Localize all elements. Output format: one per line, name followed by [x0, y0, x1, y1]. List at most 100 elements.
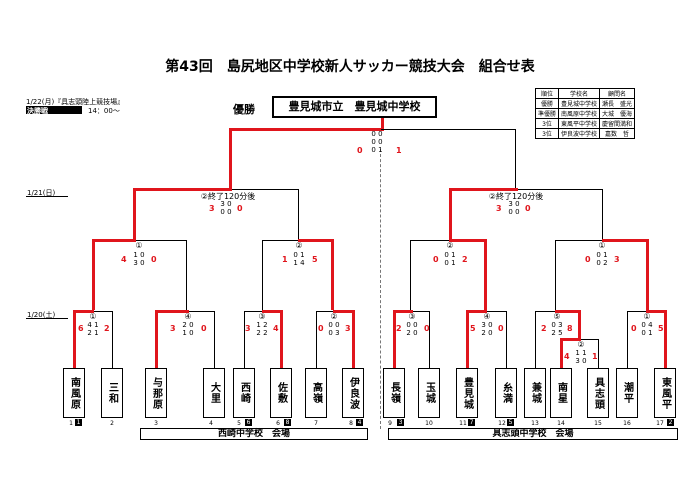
team-number: 7: [314, 420, 318, 427]
bracket-line: [646, 239, 649, 310]
bracket-line: [515, 129, 516, 189]
bracket-line: [466, 310, 469, 368]
bracket-line: [229, 128, 384, 131]
score-line: 0 0: [328, 321, 340, 329]
team-box: 佐敷: [270, 368, 292, 418]
rank-badge: 4: [356, 419, 363, 426]
results-cell: 慶留間満和: [599, 118, 636, 129]
center-divider: [380, 149, 381, 429]
r1-date: 1/20(土): [27, 311, 56, 319]
qf-score-left: 0: [585, 255, 591, 264]
bracket-line: [316, 311, 317, 368]
final-score: 0 0 0 0 0 1: [371, 130, 382, 154]
score-line: 0 1: [444, 251, 456, 259]
winner-box: 豊見城市立 豊見城中学校: [272, 96, 437, 118]
team-number: 10: [425, 420, 433, 427]
r1-score: 3 0 2 0: [481, 321, 492, 337]
score-line: 0 1: [444, 259, 456, 267]
score-line: 3 0: [575, 357, 587, 365]
score-line: 0 1: [596, 251, 608, 259]
qf-score: 0 1 0 2: [596, 251, 607, 267]
r1-score-right: 0: [424, 324, 430, 333]
team-number: 1: [69, 420, 73, 427]
bracket-line: [298, 189, 299, 240]
team-box: 具志頭: [587, 368, 609, 418]
bracket-line: [262, 310, 283, 313]
bracket-line: [73, 310, 76, 368]
score-line: 1 0: [133, 251, 145, 259]
score-line: 3 0: [508, 200, 520, 208]
bracket-line: [627, 311, 646, 312]
r1-score-left: 0: [318, 324, 324, 333]
r1-score: 0 3 2 5: [551, 321, 562, 337]
r1-score: 1 1 3 0: [575, 349, 586, 365]
team-number: 8: [349, 420, 353, 427]
bracket-line: [664, 310, 667, 368]
score-line: 0 1: [371, 146, 383, 154]
bracket-line: [506, 311, 507, 368]
bracket-line: [466, 310, 487, 313]
rank-badge: 5: [507, 419, 514, 426]
r1-score-left: 4: [564, 352, 570, 361]
team-number: 17: [656, 420, 664, 427]
team-box: 潮平: [616, 368, 638, 418]
r1-label: ⑤: [553, 312, 561, 321]
score-line: 1 1: [575, 349, 587, 357]
bracket-line: [602, 189, 603, 240]
score-line: 0 3: [328, 329, 340, 337]
team-number: 11: [459, 420, 467, 427]
rank-badge: 7: [468, 419, 475, 426]
bracket-line: [484, 239, 487, 310]
semi-right-score-right: 0: [525, 204, 531, 213]
team-box: 三和: [101, 368, 123, 418]
score-line: 0 0: [508, 208, 520, 216]
score-line: 4 1: [87, 321, 99, 329]
results-cell: 嘉数 哲: [599, 128, 636, 139]
final-label: 決勝戦: [27, 107, 48, 115]
rank-badge: 1: [75, 419, 82, 426]
results-header: 学校名: [558, 88, 601, 99]
bracket-line: [244, 311, 262, 312]
score-line: 0 1: [293, 251, 305, 259]
score-line: 0 3: [551, 321, 563, 329]
r1-label: ②: [577, 340, 585, 349]
bracket-line: [73, 310, 94, 313]
r1-score-right: 3: [345, 324, 351, 333]
results-cell: 優勝: [534, 98, 560, 109]
bracket-line: [262, 240, 298, 241]
qf-score-right: 3: [614, 255, 620, 264]
team-number: 16: [623, 420, 631, 427]
final-time: 14：00～: [88, 107, 120, 115]
team-box: 東風平: [654, 368, 676, 418]
team-number: 15: [594, 420, 602, 427]
results-cell: 準優勝: [534, 108, 560, 119]
rank-badge: 6: [245, 419, 252, 426]
score-line: 0 0: [220, 208, 232, 216]
score-line: 1 0: [182, 329, 194, 337]
venue-label: 西崎中学校 会場: [140, 428, 368, 440]
bracket-line: [155, 310, 158, 368]
venue-label: 具志頭中学校 会場: [388, 428, 678, 440]
qf-score-right: 0: [151, 255, 157, 264]
bracket-line: [410, 240, 449, 241]
qf-score-right: 2: [462, 255, 468, 264]
winner-label: 優勝: [233, 103, 255, 116]
bracket-line: [449, 239, 487, 242]
r1-score-left: 0: [631, 324, 637, 333]
r1-score-left: 2: [541, 324, 547, 333]
qf-score: 0 1 1 4: [293, 251, 304, 267]
bracket-line: [229, 128, 232, 189]
bracket-line: [92, 239, 136, 242]
qf-label: ①: [598, 241, 606, 250]
r1-score-left: 3: [245, 324, 251, 333]
team-number: 14: [557, 420, 565, 427]
bracket-line: [133, 188, 136, 240]
r1-score: 0 0 2 0: [406, 321, 417, 337]
r1-score-right: 2: [104, 324, 110, 333]
team-box: 糸満: [495, 368, 517, 418]
r1-score: 2 0 1 0: [182, 321, 193, 337]
score-line: 0 4: [641, 321, 653, 329]
score-line: 2 0: [481, 329, 493, 337]
qf-label: ②: [295, 241, 303, 250]
bracket-line: [449, 188, 452, 240]
